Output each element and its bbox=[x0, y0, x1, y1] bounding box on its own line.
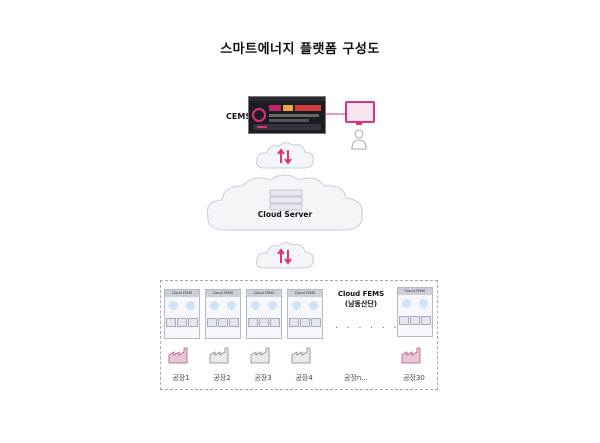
cems-label: CEMS bbox=[226, 112, 252, 121]
factory-name-2: 공장2 bbox=[213, 374, 231, 382]
factory-panel-header: Cloud FEMS bbox=[165, 290, 199, 297]
factory-building-icon bbox=[250, 347, 270, 364]
factory-name-30: 공장30 bbox=[403, 374, 425, 382]
factory-name-3: 공장3 bbox=[254, 374, 272, 382]
factory-panel-1: Cloud FEMS bbox=[164, 289, 200, 339]
ellipsis: . . . . . . . bbox=[335, 321, 412, 331]
factory-panel-header: Cloud FEMS bbox=[288, 290, 322, 297]
factory-panel-header: Cloud FEMS bbox=[206, 290, 240, 297]
factory-building-icon bbox=[168, 347, 188, 364]
cloud-server-label: Cloud Server bbox=[257, 210, 313, 219]
factory-name-4: 공장4 bbox=[295, 374, 313, 382]
factory-building-icon bbox=[209, 347, 229, 364]
cloud-icon-top bbox=[256, 142, 314, 169]
fems-title: Cloud FEMS (남동산단) bbox=[331, 289, 391, 309]
factory-building-icon bbox=[401, 347, 421, 364]
factory-name-1: 공장1 bbox=[172, 374, 190, 382]
monitor-stand-icon bbox=[356, 121, 362, 125]
factory-panel-header: Cloud FEMS bbox=[247, 290, 281, 297]
fems-title-line1: Cloud FEMS bbox=[337, 290, 385, 298]
cloud-icon-bottom bbox=[256, 242, 314, 269]
factory-panel-header: Cloud FEMS bbox=[398, 288, 432, 295]
user-icon bbox=[351, 129, 367, 150]
factory-building-icon bbox=[291, 347, 311, 364]
factory-panel-30: Cloud FEMS bbox=[397, 287, 433, 337]
monitor-icon bbox=[345, 101, 375, 123]
factory-name-n: 공장n... bbox=[344, 374, 368, 382]
factory-panel-4: Cloud FEMS bbox=[287, 289, 323, 339]
connector-line bbox=[325, 113, 345, 115]
page-title: 스마트에너지 플랫폼 구성도 bbox=[220, 42, 380, 57]
fems-frame bbox=[160, 280, 438, 390]
cloud-server-cloud bbox=[206, 174, 363, 231]
server-icon bbox=[269, 189, 303, 211]
cems-dashboard-screenshot bbox=[248, 96, 326, 134]
factory-panel-3: Cloud FEMS bbox=[246, 289, 282, 339]
fems-title-line2: (남동산단) bbox=[344, 300, 378, 308]
factory-panel-2: Cloud FEMS bbox=[205, 289, 241, 339]
